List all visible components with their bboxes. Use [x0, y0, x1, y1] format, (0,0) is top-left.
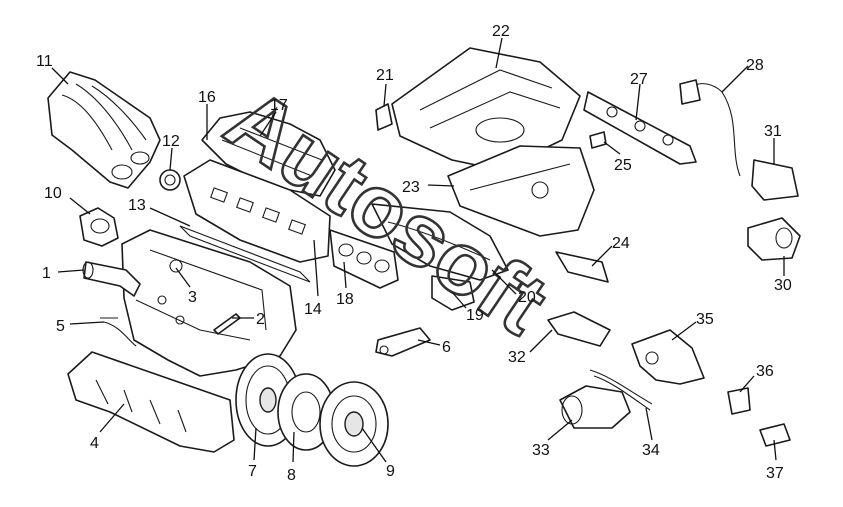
leader-23: [427, 184, 455, 187]
leader-9: [361, 427, 387, 463]
callout-17: 17: [270, 97, 288, 114]
callout-20: 20: [518, 289, 536, 306]
leader-20: [491, 269, 517, 295]
callout-33: 33: [532, 442, 550, 459]
exhaust-manifold: [371, 203, 509, 281]
leader-8: [292, 431, 295, 463]
small-clip: [375, 103, 393, 131]
callout-28: 28: [746, 57, 764, 74]
callout-18: 18: [336, 291, 354, 308]
leader-21: [383, 83, 387, 107]
leader-1: [57, 269, 85, 273]
leader-12: [169, 147, 173, 171]
position-sensor: [759, 423, 791, 447]
leader-19: [451, 291, 467, 309]
pressure-plate: [319, 381, 389, 467]
hose-clamp: [159, 169, 181, 191]
callout-7: 7: [248, 463, 257, 480]
callout-4: 4: [90, 435, 99, 452]
callout-2: 2: [256, 311, 265, 328]
leader-33: [547, 419, 573, 441]
callout-labels: 1 2 3 4 5 6 7 8 9 10 11 12 13 14 16 17 1…: [36, 23, 792, 484]
leader-3: [175, 267, 191, 288]
leader-36: [739, 375, 755, 393]
leader-lines: [51, 37, 785, 463]
leader-37: [773, 439, 777, 461]
leader-13: [149, 207, 191, 227]
throttle-unit: [747, 217, 801, 261]
callout-34: 34: [642, 442, 660, 459]
callout-9: 9: [386, 463, 395, 480]
vacuum-hose: [589, 369, 653, 411]
fuel-rail: [583, 91, 697, 165]
leader-32: [529, 329, 553, 353]
leader-18: [343, 261, 347, 289]
oil-pan: [67, 351, 235, 453]
callout-21: 21: [376, 67, 394, 84]
callout-27: 27: [630, 71, 648, 88]
idle-valve: [79, 207, 119, 247]
exhaust-gasket: [329, 229, 399, 289]
callout-30: 30: [774, 277, 792, 294]
callout-1: 1: [42, 265, 51, 282]
leader-5: [69, 321, 105, 325]
callout-25: 25: [614, 157, 632, 174]
intake-manifold: [47, 71, 161, 189]
dipstick-tube: [100, 317, 137, 347]
sensor-wire: [679, 79, 741, 177]
leader-7: [253, 427, 257, 461]
control-module: [751, 159, 799, 201]
callout-5: 5: [56, 318, 65, 335]
callout-6: 6: [442, 339, 451, 356]
callout-16: 16: [198, 89, 216, 106]
callout-31: 31: [764, 123, 782, 140]
leader-35: [671, 321, 697, 341]
callout-19: 19: [466, 307, 484, 324]
leader-22: [495, 37, 503, 69]
callout-3: 3: [188, 289, 197, 306]
callout-35: 35: [696, 311, 714, 328]
support-bracket: [555, 251, 609, 283]
callout-10: 10: [44, 185, 62, 202]
vacuum-pump: [559, 385, 631, 429]
callout-14: 14: [304, 301, 322, 318]
small-bracket: [375, 327, 431, 357]
callout-11: 11: [36, 53, 53, 70]
mounting-bracket: [631, 329, 705, 385]
coolant-pipe: [82, 261, 141, 297]
leader-14: [313, 239, 319, 297]
leader-34: [645, 407, 653, 441]
cylinder-head: [179, 159, 331, 283]
leader-10: [69, 197, 91, 215]
egr-pipe: [547, 311, 611, 347]
temp-sensor: [589, 131, 607, 149]
callout-23: 23: [402, 179, 420, 196]
callout-37: 37: [766, 465, 784, 482]
callout-12: 12: [162, 133, 180, 150]
leader-4: [99, 403, 125, 433]
leader-24: [591, 245, 613, 267]
callout-32: 32: [508, 349, 526, 366]
intake-plenum: [447, 145, 595, 237]
leader-28: [721, 65, 749, 93]
engine-cover: [391, 47, 581, 171]
pressure-sensor: [727, 387, 751, 415]
leader-27: [635, 83, 641, 121]
leader-25: [603, 141, 621, 155]
parts-layer: [47, 47, 801, 467]
callout-36: 36: [756, 363, 774, 380]
callout-8: 8: [287, 467, 296, 484]
leader-11: [51, 67, 69, 85]
leader-6: [417, 339, 441, 346]
callout-13: 13: [128, 197, 146, 214]
callout-24: 24: [612, 235, 630, 252]
leader-17: [259, 111, 277, 137]
callout-22: 22: [492, 23, 510, 40]
